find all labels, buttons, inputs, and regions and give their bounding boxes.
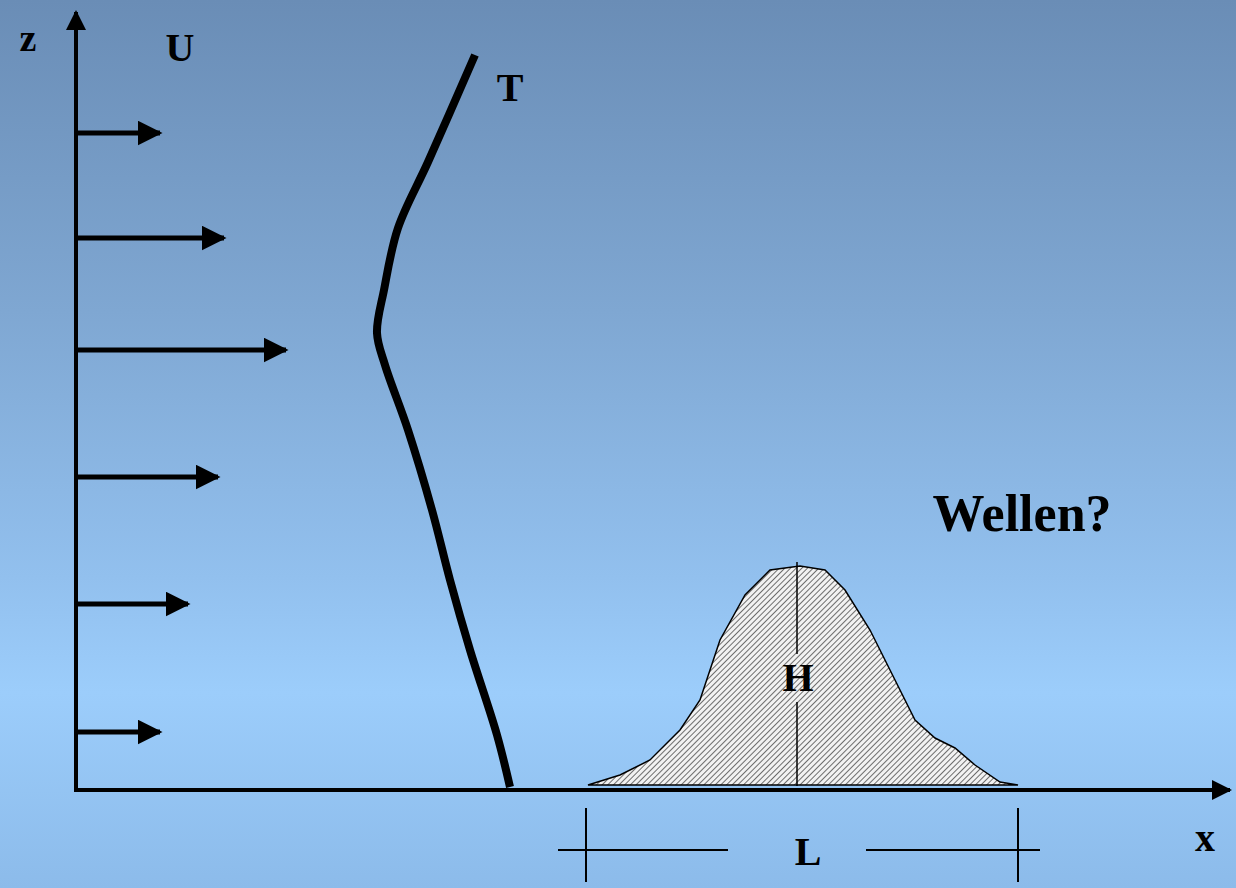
axis-label: x <box>1195 818 1215 858</box>
wind-arrow <box>78 131 160 136</box>
x-axis <box>74 788 1230 792</box>
wind-arrow <box>78 602 188 607</box>
width-dimension <box>558 808 1040 882</box>
dimension-tick <box>1017 808 1019 882</box>
wind-arrow <box>78 475 218 480</box>
wind-arrow <box>78 730 160 735</box>
axis-label: z <box>20 19 37 57</box>
height-label: H <box>782 658 813 698</box>
dimension-line <box>866 849 1040 851</box>
wind-profile <box>78 133 286 732</box>
wind-arrow <box>78 348 286 353</box>
temperature-label: T <box>497 68 524 108</box>
wind-label: U <box>166 28 195 68</box>
width-label: L <box>795 832 822 872</box>
height-line <box>796 702 798 786</box>
dimension-line <box>558 849 728 851</box>
mountain-shape <box>588 566 1018 785</box>
mountain: H <box>585 558 1025 792</box>
wave-question: Wellen? <box>932 488 1111 540</box>
z-axis <box>74 12 78 792</box>
dimension-tick <box>585 808 587 882</box>
temperature-profile <box>377 55 510 787</box>
wind-arrow <box>78 236 224 241</box>
height-line <box>796 562 798 654</box>
